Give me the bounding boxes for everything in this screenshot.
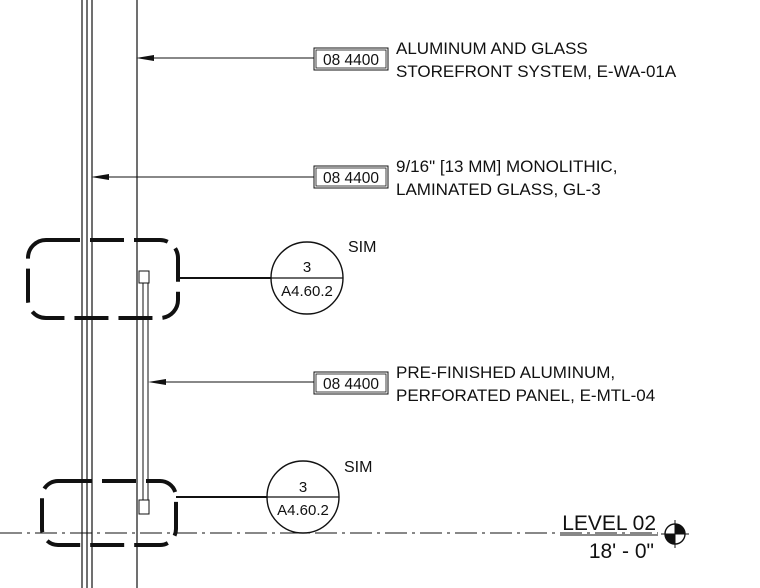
- level-target-icon: [661, 520, 689, 548]
- keynote-leader-2: [91, 174, 314, 180]
- keynote-text-line: LAMINATED GLASS, GL-3: [396, 180, 601, 199]
- keynote-code: 08 4400: [323, 52, 379, 69]
- detail-sheet: A4.60.2: [281, 283, 333, 300]
- keynote-tag-2: 08 4400: [313, 165, 389, 189]
- keynote-code: 08 4400: [323, 170, 379, 187]
- sim-label: SIM: [344, 459, 372, 476]
- keynote-code: 08 4400: [323, 376, 379, 393]
- perforated-panel: [138, 270, 150, 515]
- sim-label: SIM: [348, 239, 376, 256]
- keynote-leader-3: [148, 379, 314, 385]
- keynote-text-line: 9/16" [13 MM] MONOLITHIC,: [396, 157, 617, 176]
- detail-bubble-2: 3 A4.60.2 SIM: [176, 459, 372, 534]
- detail-callout-outline-1: [26, 238, 180, 320]
- level-marker: LEVEL 02 18' - 0": [560, 512, 689, 563]
- detail-callout-outline-2: [40, 479, 178, 547]
- detail-bubble-1: 3 A4.60.2 SIM: [178, 239, 376, 315]
- keynote-tag-1: 08 4400: [313, 47, 389, 71]
- keynote-text-line: STOREFRONT SYSTEM, E-WA-01A: [396, 62, 677, 81]
- keynote-leader-1: [136, 55, 314, 61]
- keynote-text-line: PERFORATED PANEL, E-MTL-04: [396, 386, 655, 405]
- level-elevation: 18' - 0": [589, 540, 654, 563]
- detail-number: 3: [303, 259, 311, 276]
- detail-sheet: A4.60.2: [277, 502, 329, 519]
- detail-number: 3: [299, 479, 307, 496]
- level-name: LEVEL 02: [562, 512, 656, 535]
- keynote-text-line: PRE-FINISHED ALUMINUM,: [396, 363, 615, 382]
- keynote-text-line: ALUMINUM AND GLASS: [396, 39, 588, 58]
- mullion-lines: [81, 0, 138, 588]
- keynote-tag-3: 08 4400: [313, 371, 389, 395]
